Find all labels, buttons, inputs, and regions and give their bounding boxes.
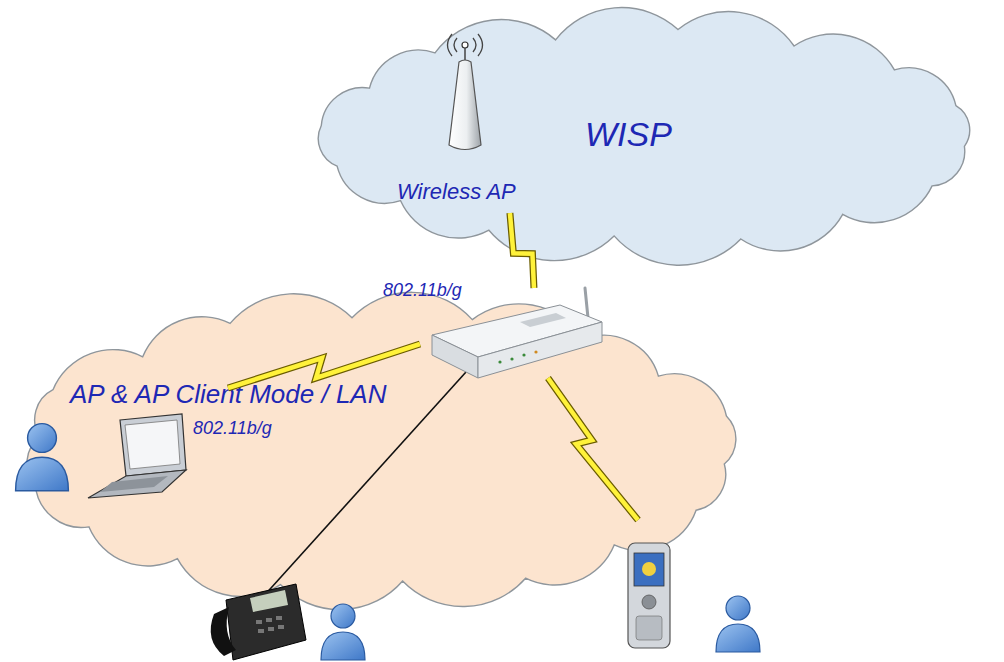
cloud-shape <box>27 292 736 609</box>
mobile-screen <box>634 553 664 586</box>
phone-key <box>268 627 274 631</box>
phone-key <box>258 629 264 633</box>
user-body <box>716 624 760 652</box>
radio-wave <box>473 38 476 52</box>
cloud-shape <box>318 8 969 266</box>
node-label: Wireless AP <box>397 179 516 204</box>
radio-wave <box>478 34 483 56</box>
desk-phone <box>211 584 306 660</box>
cloud-outline <box>5 288 750 613</box>
phone-key <box>276 616 282 620</box>
router-antenna <box>585 288 588 318</box>
user-icon <box>321 604 365 660</box>
mobile-keypad <box>636 616 662 640</box>
node-label: AP & AP Client Mode / LAN <box>70 380 386 410</box>
mobile-phone <box>628 543 670 648</box>
radio-wave <box>448 34 453 56</box>
tower-body <box>449 60 481 150</box>
phone-key <box>256 620 262 624</box>
cloud-network: AP & AP Client Mode / LAN <box>5 288 750 613</box>
phone-handset <box>211 607 236 656</box>
mobile-screen-logo <box>642 562 656 576</box>
phone-key <box>278 625 284 629</box>
user-head <box>726 596 750 620</box>
mobile-body <box>628 543 670 648</box>
user-icon <box>716 596 760 652</box>
link-label: 802.11b/g <box>383 280 462 301</box>
link-label: 802.11b/g <box>193 418 272 439</box>
access-point-tower: Wireless AP <box>395 33 565 213</box>
phone-key <box>266 618 272 622</box>
radio-wave <box>454 38 457 52</box>
user-body <box>321 632 365 660</box>
node-label: WISP <box>585 115 672 154</box>
antenna-tip <box>462 42 468 48</box>
cloud-network: WISP Wireless AP <box>300 5 990 267</box>
mobile-nav-key <box>642 595 656 609</box>
